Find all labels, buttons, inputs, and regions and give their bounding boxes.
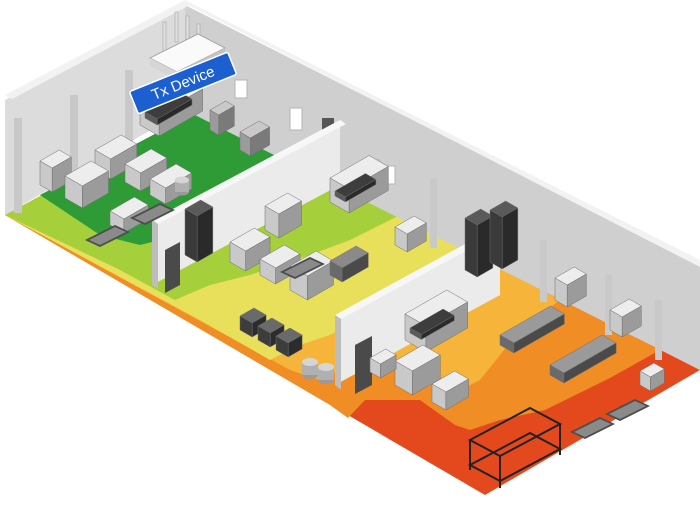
machine-conveyor — [499, 305, 565, 354]
wall-column — [430, 178, 437, 248]
machine-crate — [275, 327, 303, 358]
machine-robot — [264, 192, 303, 239]
machine-cabinet — [489, 200, 519, 270]
wall-column — [125, 70, 133, 155]
wall-top-right — [185, 0, 700, 267]
antenna — [174, 11, 179, 43]
doorway — [165, 242, 180, 293]
machine-unit — [209, 100, 235, 136]
machine-conveyor — [329, 245, 369, 283]
floor-grates — [85, 203, 650, 439]
machine-press — [394, 344, 441, 396]
wall-window — [234, 79, 248, 99]
machine-unit — [394, 215, 427, 253]
floor-grate — [570, 417, 615, 439]
machine-panel — [144, 91, 193, 126]
machine-cnc — [64, 160, 110, 209]
floor-grate — [280, 257, 325, 279]
machine-unit — [554, 266, 587, 308]
machine-unit — [639, 362, 665, 392]
wall-window — [289, 107, 303, 131]
floor-grate — [605, 399, 650, 421]
antenna — [162, 21, 167, 53]
wall-top-left — [5, 0, 192, 99]
machine-cnc — [124, 148, 168, 192]
wall-column — [605, 275, 612, 335]
wall-column — [540, 240, 547, 302]
machine-panel — [334, 173, 377, 203]
doorway — [355, 336, 372, 394]
wall-column — [70, 95, 78, 185]
wall-column — [655, 300, 662, 360]
machine-panel — [409, 308, 455, 340]
partition-1-top — [152, 120, 346, 224]
machine-press — [229, 227, 271, 272]
machine-unit — [239, 120, 271, 157]
machine-conveyor — [549, 334, 617, 384]
partition-1-side — [152, 220, 158, 289]
partition-2-side — [335, 315, 341, 390]
machine-cabinet — [184, 199, 214, 263]
machine-unit — [369, 348, 397, 379]
machine-unit — [609, 298, 642, 338]
machine-press — [431, 370, 470, 411]
machine-cabinet — [464, 208, 494, 278]
shelf-rack — [467, 406, 563, 488]
floor-grate — [130, 203, 175, 225]
floor-grate — [85, 225, 130, 247]
wall-column — [14, 118, 22, 213]
partition-2-top — [335, 225, 506, 319]
machine-lathe — [329, 155, 389, 214]
barrels — [175, 176, 334, 384]
